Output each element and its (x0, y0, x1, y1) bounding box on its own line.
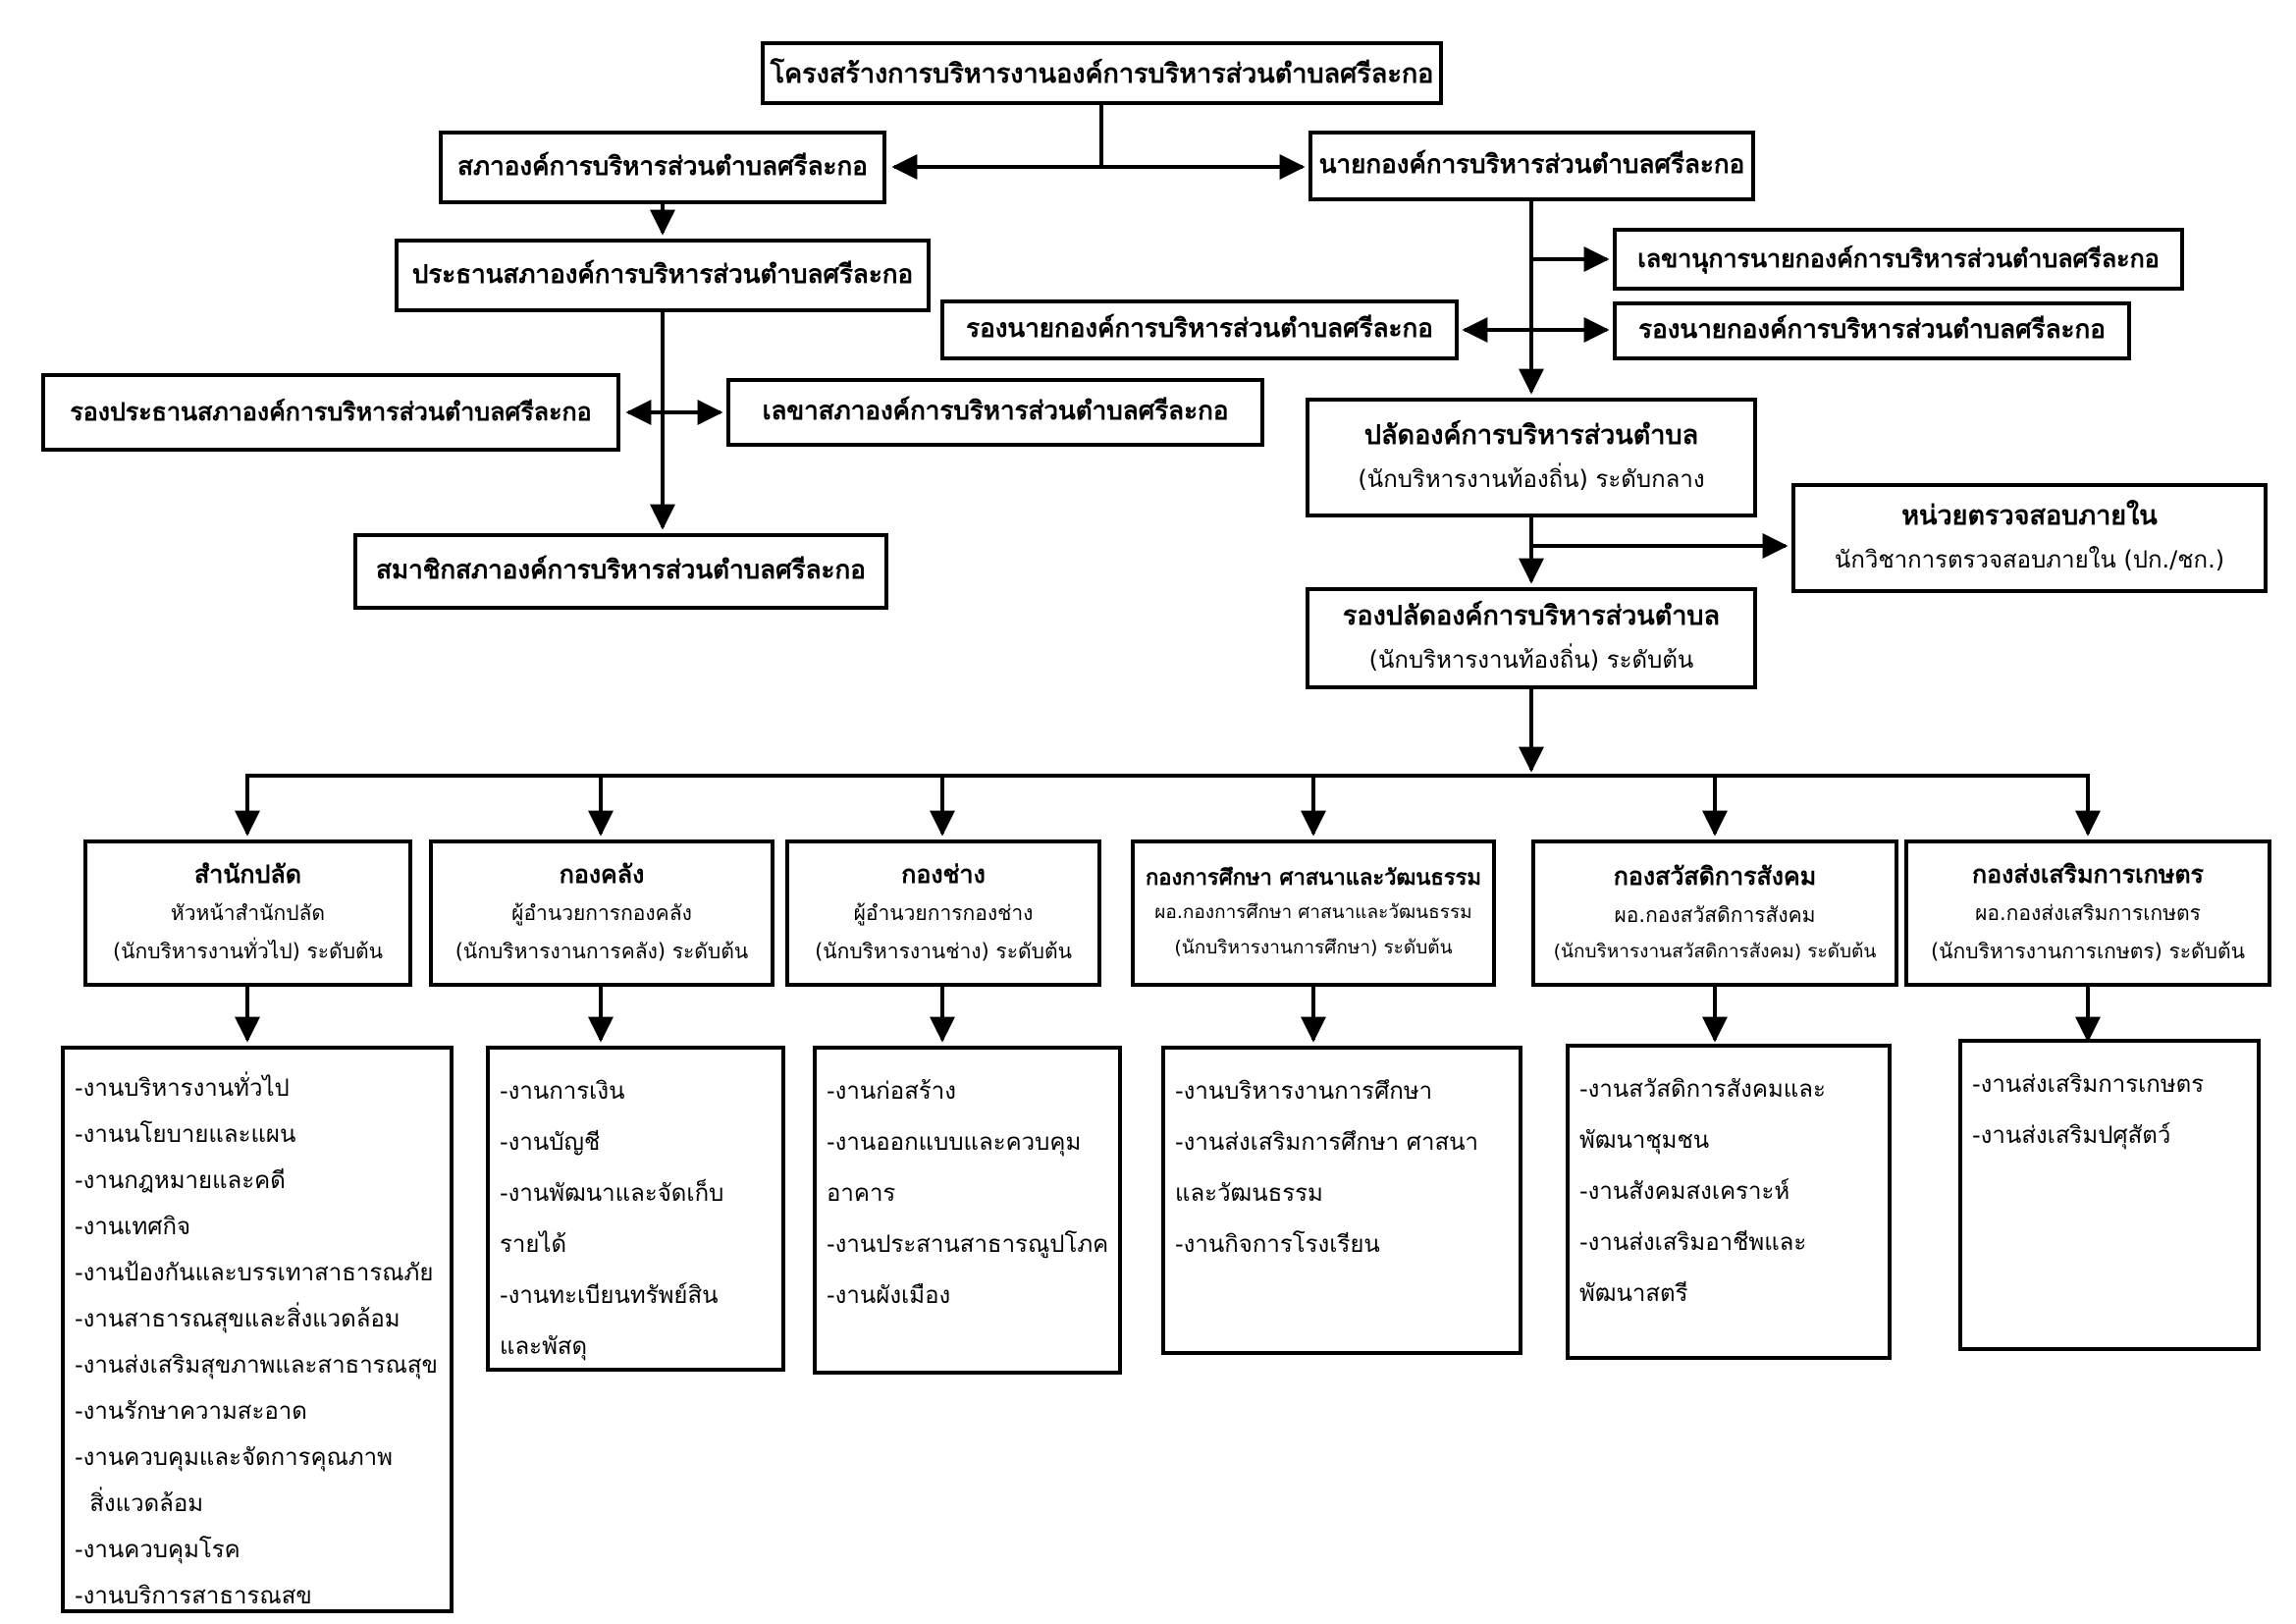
council-chairman-box: ประธานสภาองค์การบริหารส่วนตำบลศรีละกอ (395, 239, 931, 312)
task-item: พัฒนาชุมชน (1579, 1126, 1710, 1154)
dept-finance-box: กองคลัง ผู้อำนวยการกองคลัง (นักบริหารงาน… (429, 839, 774, 987)
dept-position: (นักบริหารงานการเกษตร) ระดับต้น (1930, 940, 2245, 963)
mayor-secretary-box: เลขานุการนายกองค์การบริหารส่วนตำบลศรีละก… (1613, 228, 2184, 291)
council-box: สภาองค์การบริหารส่วนตำบลศรีละกอ (439, 131, 886, 204)
dept-agriculture-box: กองส่งเสริมการเกษตร ผอ.กองส่งเสริมการเกษ… (1904, 839, 2271, 987)
dept-name: กองช่าง (901, 860, 986, 890)
dept-head: ผอ.กองการศึกษา ศาสนาและวัฒนธรรม (1154, 901, 1472, 924)
tasks-education: -งานบริหารงานการศึกษา -งานส่งเสริมการศึกษ… (1161, 1046, 1522, 1355)
dept-position: (นักบริหารงานการศึกษา) ระดับต้น (1174, 936, 1453, 958)
task-item: -งานบริหารงานการศึกษา (1175, 1077, 1433, 1105)
dept-education-box: กองการศึกษา ศาสนาและวัฒนธรรม ผอ.กองการศึ… (1131, 839, 1496, 987)
task-item: -งานผังเมือง (827, 1281, 951, 1309)
task-item: -งานควบคุมและจัดการคุณภาพ (75, 1443, 393, 1471)
task-item: -งานนโยบายและแผน (75, 1120, 296, 1148)
chart-title-box: โครงสร้างการบริหารงานองค์การบริหารส่วนตำ… (761, 41, 1443, 105)
task-item: -งานส่งเสริมปศุสัตว์ (1972, 1121, 2171, 1149)
task-item: รายได้ (500, 1230, 567, 1258)
task-item: และพัสดุ (500, 1332, 588, 1360)
dept-name: สำนักปลัด (194, 860, 301, 890)
chief-administrator-title: ปลัดองค์การบริหารส่วนตำบล (1363, 420, 1699, 452)
dept-social-welfare-box: กองสวัสดิการสังคม ผอ.กองสวัสดิการสังคม (… (1531, 839, 1898, 987)
task-item: -งานก่อสร้าง (827, 1077, 956, 1105)
internal-audit-title: หน่วยตรวจสอบภายใน (1901, 501, 2158, 532)
deputy-mayor-1-box: รองนายกองค์การบริหารส่วนตำบลศรีละกอ (940, 299, 1459, 360)
deputy-mayor-2-label: รองนายกองค์การบริหารส่วนตำบลศรีละกอ (1638, 315, 2106, 346)
council-vice-chairman-box: รองประธานสภาองค์การบริหารส่วนตำบลศรีละกอ (41, 373, 620, 452)
task-item: -งานกฎหมายและคดี (75, 1166, 286, 1194)
task-item: -งานบัญชี (500, 1128, 601, 1156)
dept-position: (นักบริหารงานทั่วไป) ระดับต้น (112, 940, 384, 963)
council-secretary-box: เลขาสภาองค์การบริหารส่วนตำบลศรีละกอ (726, 378, 1264, 447)
task-item: -งานบริหารงานทั่วไป (75, 1074, 290, 1102)
task-item: -งานเทศกิจ (75, 1213, 191, 1240)
deputy-mayor-1-label: รองนายกองค์การบริหารส่วนตำบลศรีละกอ (966, 314, 1433, 345)
tasks-office-of-the-chief: -งานบริหารงานทั่วไป -งานนโยบายและแผน -งานก… (61, 1046, 454, 1613)
task-item: -งานบริการสาธารณสข (75, 1582, 312, 1609)
deputy-mayor-2-box: รองนายกองค์การบริหารส่วนตำบลศรีละกอ (1613, 301, 2131, 360)
dept-head: ผู้อำนวยการกองคลัง (511, 901, 692, 926)
deputy-chief-administrator-title: รองปลัดองค์การบริหารส่วนตำบล (1342, 601, 1721, 632)
internal-audit-subtitle: นักวิชาการตรวจสอบภายใน (ปก./ชก.) (1834, 546, 2225, 574)
task-item: -งานส่งเสริมอาชีพและ (1579, 1228, 1807, 1256)
task-item: -งานสวัสดิการสังคมและ (1579, 1075, 1826, 1103)
task-item: -งานทะเบียนทรัพย์สิน (500, 1281, 719, 1309)
council-secretary-label: เลขาสภาองค์การบริหารส่วนตำบลศรีละกอ (762, 397, 1229, 427)
task-item: -งานรักษาความสะอาด (75, 1397, 307, 1425)
dept-position: (นักบริหารงานการคลัง) ระดับต้น (454, 940, 749, 963)
internal-audit-box: หน่วยตรวจสอบภายใน นักวิชาการตรวจสอบภายใน… (1791, 483, 2268, 593)
tasks-public-works: -งานก่อสร้าง -งานออกแบบและควบคุมอาคาร -งาน… (813, 1046, 1122, 1375)
deputy-chief-administrator-subtitle: (นักบริหารงานท้องถิ่น) ระดับต้น (1368, 646, 1694, 675)
chief-administrator-subtitle: (นักบริหารงานท้องถิ่น) ระดับกลาง (1358, 465, 1705, 494)
council-members-box: สมาชิกสภาองค์การบริหารส่วนตำบลศรีละกอ (353, 533, 888, 610)
task-item: -งานสาธารณสุขและสิ่งแวดล้อม (75, 1305, 400, 1332)
task-item: อาคาร (827, 1179, 896, 1207)
task-item: พัฒนาสตรี (1579, 1279, 1688, 1307)
dept-position: (นักบริหารงานช่าง) ระดับต้น (815, 940, 1072, 963)
dept-head: ผอ.กองส่งเสริมการเกษตร (1975, 901, 2201, 926)
dept-name: กองสวัสดิการสังคม (1613, 862, 1817, 891)
mayor-label: นายกองค์การบริหารส่วนตำบลศรีละกอ (1318, 150, 1745, 181)
council-members-label: สมาชิกสภาองค์การบริหารส่วนตำบลศรีละกอ (376, 556, 866, 586)
dept-head: หัวหน้าสำนักปลัด (170, 901, 326, 926)
dept-public-works-box: กองช่าง ผู้อำนวยการกองช่าง (นักบริหารงาน… (785, 839, 1101, 987)
task-item: และวัฒนธรรม (1175, 1179, 1323, 1207)
tasks-agriculture: -งานส่งเสริมการเกษตร -งานส่งเสริมปศุสัตว์ (1958, 1039, 2261, 1351)
dept-name: กองส่งเสริมการเกษตร (1972, 860, 2204, 890)
task-item: -งานควบคุมโรค (75, 1536, 240, 1563)
tasks-finance: -งานการเงิน -งานบัญชี -งานพัฒนาและจัดเก็บร… (486, 1046, 785, 1372)
mayor-box: นายกองค์การบริหารส่วนตำบลศรีละกอ (1308, 131, 1755, 201)
dept-name: กองคลัง (559, 860, 645, 890)
task-item: -งานป้องกันและบรรเทาสาธารณภัย (75, 1259, 434, 1286)
dept-office-of-the-chief-box: สำนักปลัด หัวหน้าสำนักปลัด (นักบริหารงาน… (83, 839, 412, 987)
dept-head: ผู้อำนวยการกองช่าง (853, 901, 1034, 926)
task-item: -งานส่งเสริมสุขภาพและสาธารณสุข (75, 1351, 438, 1379)
council-vice-chairman-label: รองประธานสภาองค์การบริหารส่วนตำบลศรีละกอ (70, 398, 592, 427)
task-item: สิ่งแวดล้อม (75, 1489, 204, 1517)
chief-administrator-box: ปลัดองค์การบริหารส่วนตำบล (นักบริหารงานท… (1306, 398, 1757, 517)
dept-name: กองการศึกษา ศาสนาและวัฒนธรรม (1145, 866, 1481, 892)
chart-title: โครงสร้างการบริหารงานองค์การบริหารส่วนตำ… (770, 59, 1434, 89)
task-item: -งานการเงิน (500, 1077, 625, 1105)
task-item: -งานสังคมสงเคราะห์ (1579, 1177, 1790, 1205)
task-item: -งานส่งเสริมการเกษตร (1972, 1070, 2205, 1098)
task-item: -งานออกแบบและควบคุม (827, 1128, 1082, 1156)
dept-head: ผอ.กองสวัสดิการสังคม (1614, 903, 1816, 927)
task-item: -งานพัฒนาและจัดเก็บ (500, 1179, 724, 1207)
task-item: -งานประสานสาธารณูปโภค (827, 1230, 1109, 1258)
council-chairman-label: ประธานสภาองค์การบริหารส่วนตำบลศรีละกอ (411, 259, 914, 290)
dept-position: (นักบริหารงานสวัสดิการสังคม) ระดับต้น (1553, 940, 1877, 962)
mayor-secretary-label: เลขานุการนายกองค์การบริหารส่วนตำบลศรีละก… (1637, 244, 2160, 274)
task-item: -งานส่งเสริมการศึกษา ศาสนา (1175, 1128, 1479, 1156)
tasks-social-welfare: -งานสวัสดิการสังคมและพัฒนาชุมชน -งานสังคม… (1566, 1044, 1892, 1360)
deputy-chief-administrator-box: รองปลัดองค์การบริหารส่วนตำบล (นักบริหารง… (1306, 587, 1757, 689)
council-label: สภาองค์การบริหารส่วนตำบลศรีละกอ (457, 151, 868, 182)
task-item: -งานกิจการโรงเรียน (1175, 1230, 1380, 1258)
